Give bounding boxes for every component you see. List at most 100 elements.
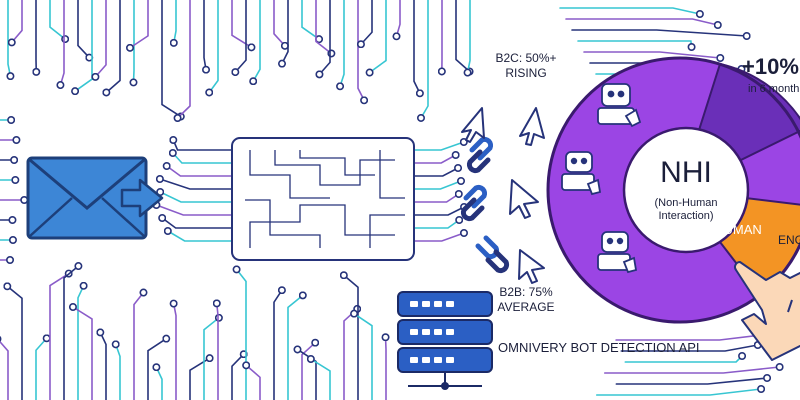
circuit-trace xyxy=(301,338,320,400)
pointing-hand-icon xyxy=(734,261,800,361)
circuit-trace xyxy=(212,299,221,400)
b2b-line1: B2B: 75% xyxy=(499,285,553,299)
circuit-trace xyxy=(413,203,469,216)
growth-period: in 6 month xyxy=(748,83,799,95)
engagement-fragment: ENG xyxy=(778,233,800,247)
circuit-trace xyxy=(152,201,233,216)
api-label: OMNIVERY BOT DETECTION API xyxy=(498,340,700,355)
circuit-trace xyxy=(162,162,233,177)
circuit-trace xyxy=(49,0,70,44)
circuit-trace xyxy=(155,175,233,190)
circuit-trace xyxy=(455,0,474,76)
circuit-trace xyxy=(620,341,762,352)
circuit-trace xyxy=(559,7,704,18)
circuit-trace xyxy=(413,177,466,190)
circuit-trace xyxy=(413,164,463,177)
circuit-trace xyxy=(126,0,149,52)
b2c-line2: RISING xyxy=(505,66,546,80)
circuit-trace xyxy=(624,352,747,363)
circuit-trace xyxy=(35,334,51,400)
circuit-trace xyxy=(203,313,223,400)
circuit-trace xyxy=(56,0,65,90)
circuit-trace xyxy=(231,350,248,400)
circuit-trace xyxy=(595,385,766,396)
growth-value: +10% xyxy=(742,54,799,79)
circuit-trace xyxy=(0,334,9,400)
circuit-trace xyxy=(158,214,233,229)
arrow-right-icon xyxy=(120,178,164,218)
circuit-trace xyxy=(350,309,373,400)
server-stack-icon xyxy=(397,291,493,390)
circuit-trace xyxy=(111,340,121,400)
circuit-trace xyxy=(287,291,307,400)
robot-hand-icon xyxy=(561,83,642,274)
circuit-trace xyxy=(77,281,88,400)
circuit-trace xyxy=(77,0,94,62)
circuit-trace xyxy=(161,0,185,121)
human-label: HUMAN xyxy=(714,222,762,237)
cursor-arrow-icon xyxy=(461,107,545,284)
circuit-trace xyxy=(583,51,725,62)
circuit-trace xyxy=(357,0,369,105)
processor-chip xyxy=(231,137,415,261)
nhi-title: NHI xyxy=(660,156,712,189)
circuit-trace xyxy=(565,18,722,29)
nhi-center-label-disc xyxy=(622,126,750,254)
circuit-trace xyxy=(68,303,93,400)
circuit-trace xyxy=(231,0,256,52)
circuit-trace xyxy=(413,190,463,203)
circuit-trace xyxy=(102,0,121,97)
circuit-trace xyxy=(205,0,219,97)
circuit-trace xyxy=(413,138,468,151)
circuit-trace xyxy=(413,229,468,242)
nhi-pie-chart: NHI (Non-Human Interaction) HUMAN xyxy=(546,56,800,324)
circuit-trace xyxy=(189,354,214,400)
circuit-trace xyxy=(413,151,460,164)
nhi-subtitle-line1: (Non-Human xyxy=(655,197,718,209)
circuit-trace xyxy=(577,40,696,51)
circuit-trace xyxy=(336,0,345,91)
circuit-trace xyxy=(169,299,178,400)
b2c-line1: B2C: 50%+ xyxy=(495,51,556,65)
circuit-trace xyxy=(273,0,289,50)
circuit-trace xyxy=(249,0,261,86)
circuit-trace xyxy=(173,0,191,123)
circuit-trace xyxy=(96,328,107,400)
circuit-trace xyxy=(63,262,83,400)
circuit-trace xyxy=(571,29,751,40)
circuit-trace xyxy=(169,0,178,47)
circuit-trace xyxy=(301,0,324,44)
circuit-trace xyxy=(278,0,289,68)
circuit-trace xyxy=(615,374,772,385)
circuit-trace xyxy=(49,269,73,400)
circuit-trace xyxy=(356,0,373,49)
circuit-trace xyxy=(147,334,171,400)
circuit-trace xyxy=(202,0,211,74)
circuit-trace xyxy=(416,0,429,122)
circuit-trace xyxy=(273,286,286,400)
circuit-trace xyxy=(7,0,23,47)
b2b-line2: AVERAGE xyxy=(497,300,554,314)
circuit-trace xyxy=(463,0,472,77)
circuit-trace xyxy=(343,304,362,400)
circuit-trace xyxy=(3,282,23,400)
circuit-trace xyxy=(231,0,247,77)
circuit-trace xyxy=(133,288,148,400)
circuit-trace xyxy=(315,0,336,58)
circuit-trace xyxy=(168,149,233,164)
circuit-trace xyxy=(315,0,331,79)
circuit-trace xyxy=(392,0,401,41)
circuit-trace xyxy=(232,265,247,400)
circuit-trace xyxy=(306,355,331,400)
circuit-trace xyxy=(156,188,233,203)
circuit-trace xyxy=(413,0,424,98)
circuit-trace xyxy=(293,345,317,400)
circuit-trace xyxy=(91,0,107,81)
circuit-trace xyxy=(163,227,233,242)
circuit-trace xyxy=(242,361,261,400)
circuit-trace xyxy=(339,271,359,400)
circuit-trace xyxy=(413,216,464,229)
